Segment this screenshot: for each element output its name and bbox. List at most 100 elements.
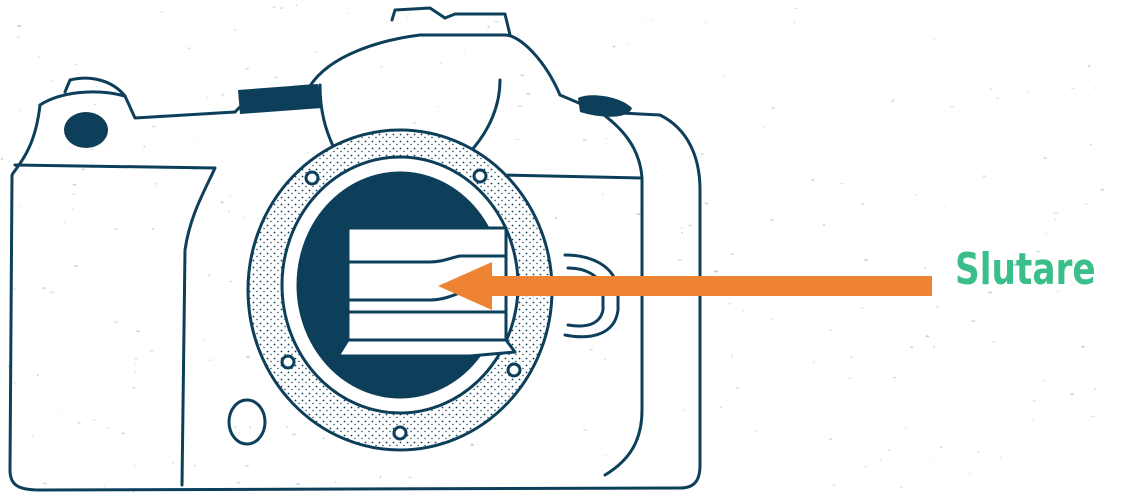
speckle [171, 462, 174, 463]
speckle [978, 451, 979, 453]
speckle [237, 482, 241, 484]
speckle [143, 145, 145, 147]
speckle [926, 335, 929, 337]
speckle [208, 274, 210, 276]
speckle [221, 201, 224, 203]
speckle [1054, 212, 1058, 214]
speckle [494, 21, 498, 22]
speckle [155, 183, 158, 185]
speckle [17, 25, 21, 27]
speckle [78, 422, 81, 424]
speckle [219, 36, 221, 37]
speckle [829, 330, 833, 331]
speckle [850, 357, 852, 359]
speckle [990, 88, 992, 89]
speckle [602, 194, 603, 196]
speckle [689, 224, 692, 225]
speckle [296, 4, 298, 6]
speckle [1032, 400, 1036, 402]
speckle [1026, 92, 1030, 93]
speckle [933, 346, 935, 348]
speckle [437, 106, 439, 108]
speckle [203, 339, 206, 340]
speckle [63, 222, 65, 223]
speckle [209, 359, 212, 361]
speckle [50, 291, 54, 293]
speckle [39, 147, 41, 149]
speckle [7, 75, 9, 76]
speckle [864, 259, 868, 261]
speckle [273, 6, 276, 8]
speckle [221, 94, 225, 95]
speckle [57, 410, 59, 411]
speckle [915, 194, 916, 196]
speckle [340, 15, 342, 16]
speckle [94, 104, 97, 105]
speckle [518, 105, 522, 107]
speckle [81, 168, 85, 170]
speckle [606, 138, 609, 139]
speckle [862, 203, 865, 205]
speckle [755, 430, 757, 432]
speckle [296, 483, 300, 485]
speckle [335, 481, 337, 483]
speckle [1032, 420, 1034, 421]
speckle [683, 410, 685, 411]
speckle [731, 253, 734, 255]
speckle [1091, 416, 1095, 418]
speckle [771, 107, 775, 109]
speckle [555, 217, 557, 219]
speckle [735, 388, 739, 389]
speckle [134, 465, 136, 466]
speckle [645, 18, 647, 19]
speckle [322, 438, 325, 440]
speckle [743, 310, 744, 312]
speckle [246, 356, 250, 358]
speckle [160, 11, 164, 13]
speckle [75, 64, 77, 65]
speckle [900, 487, 903, 488]
speckle [43, 483, 47, 484]
speckle [314, 51, 318, 52]
speckle [722, 75, 725, 76]
speckle [1088, 65, 1090, 67]
speckle [20, 110, 22, 112]
speckle [8, 161, 11, 162]
speckle [194, 465, 197, 467]
speckle [720, 406, 722, 407]
speckle [1043, 157, 1046, 159]
speckle [823, 224, 825, 226]
speckle [888, 449, 890, 451]
speckle [829, 438, 832, 440]
speckle [91, 149, 93, 150]
speckle [152, 228, 154, 230]
speckle [813, 362, 814, 363]
speckle [37, 386, 38, 387]
speckle [487, 26, 490, 28]
speckle [770, 219, 774, 221]
speckle [652, 20, 654, 21]
speckle [72, 208, 74, 209]
speckle [249, 426, 251, 428]
speckle [135, 362, 136, 364]
speckle [910, 347, 913, 349]
speckle [413, 122, 416, 124]
speckle [589, 349, 593, 351]
speckle [107, 428, 110, 429]
speckle [950, 106, 954, 107]
speckle [924, 267, 927, 268]
speckle [229, 196, 231, 198]
speckle [714, 270, 718, 272]
speckle [1084, 203, 1088, 205]
speckle [880, 460, 882, 461]
speckle [1071, 88, 1075, 89]
speckle [727, 303, 731, 304]
speckle [583, 430, 587, 431]
speckle [228, 210, 229, 212]
speckle [245, 68, 249, 70]
speckle [582, 139, 586, 141]
speckle [944, 206, 946, 207]
speckle [681, 232, 683, 234]
speckle [1054, 219, 1056, 220]
speckle [996, 98, 999, 99]
